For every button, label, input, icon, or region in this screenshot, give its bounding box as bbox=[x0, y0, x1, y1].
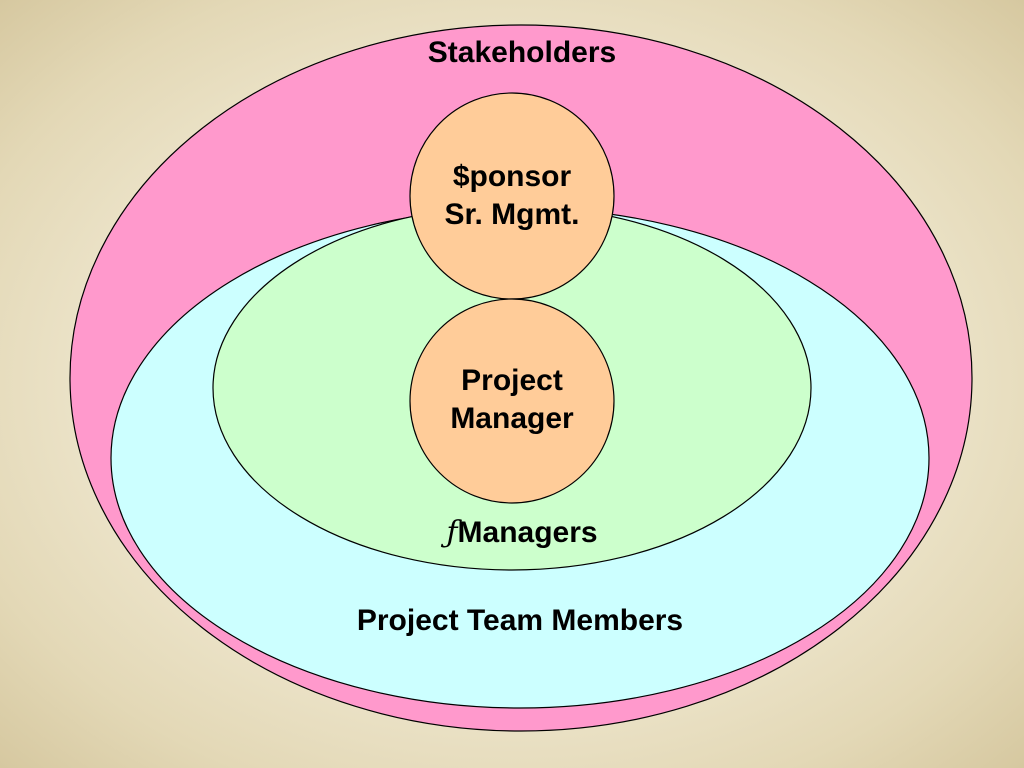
functional-symbol: ƒ bbox=[446, 515, 458, 550]
team-label: Project Team Members bbox=[356, 604, 684, 637]
project-manager-label-line2: Manager bbox=[450, 401, 574, 435]
sponsor-label-line1: $ponsor bbox=[452, 160, 572, 193]
stakeholders-label: Stakeholders bbox=[427, 36, 617, 69]
functional-managers-text: Managers bbox=[457, 516, 598, 549]
project-manager-label: Project Manager bbox=[410, 362, 614, 437]
sponsor-label-line2: Sr. Mgmt. bbox=[444, 197, 580, 231]
project-manager-label-line1: Project bbox=[461, 364, 563, 397]
sponsor-label: $ponsor Sr. Mgmt. bbox=[410, 158, 614, 233]
functional-managers-label: ƒManagers bbox=[362, 514, 682, 552]
project-manager-circle bbox=[409, 298, 615, 504]
